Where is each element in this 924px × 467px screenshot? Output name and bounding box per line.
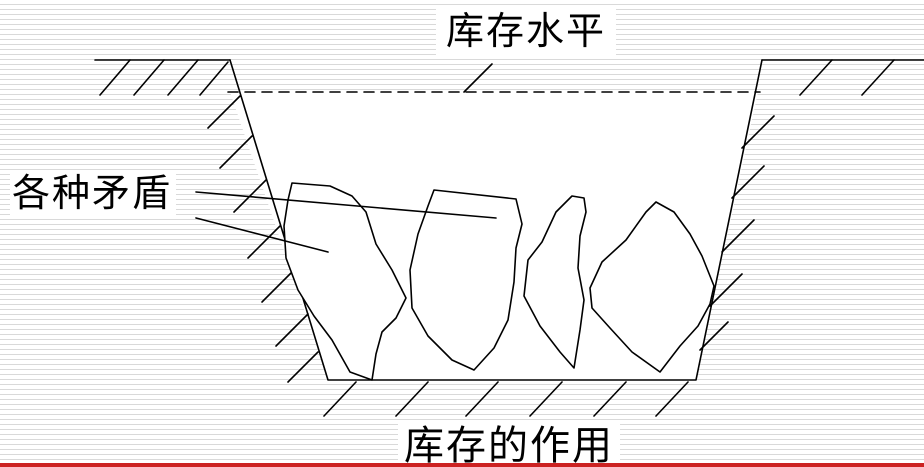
- reservoir-outline: [229, 59, 763, 381]
- rock-2: [409, 189, 523, 371]
- wall-hatching-right: [699, 115, 775, 351]
- wall-hatching-left: [207, 95, 319, 383]
- diagram-caption: 库存的作用: [398, 424, 620, 466]
- ground-hatching-right: [799, 59, 895, 96]
- rock-3: [523, 195, 587, 369]
- rock-4: [589, 201, 715, 373]
- floor-hatching: [323, 381, 689, 417]
- inventory-level-label: 库存水平: [436, 8, 617, 58]
- conflicts-leader-upper: [195, 191, 497, 219]
- conflicts-leader-lower: [195, 217, 329, 253]
- rock-1: [283, 182, 407, 381]
- conflicts-label: 各种矛盾: [10, 172, 177, 216]
- slide-bottom-rule: [0, 463, 924, 467]
- ground-hatching-left: [99, 59, 229, 96]
- inventory-level-leader: [463, 63, 493, 93]
